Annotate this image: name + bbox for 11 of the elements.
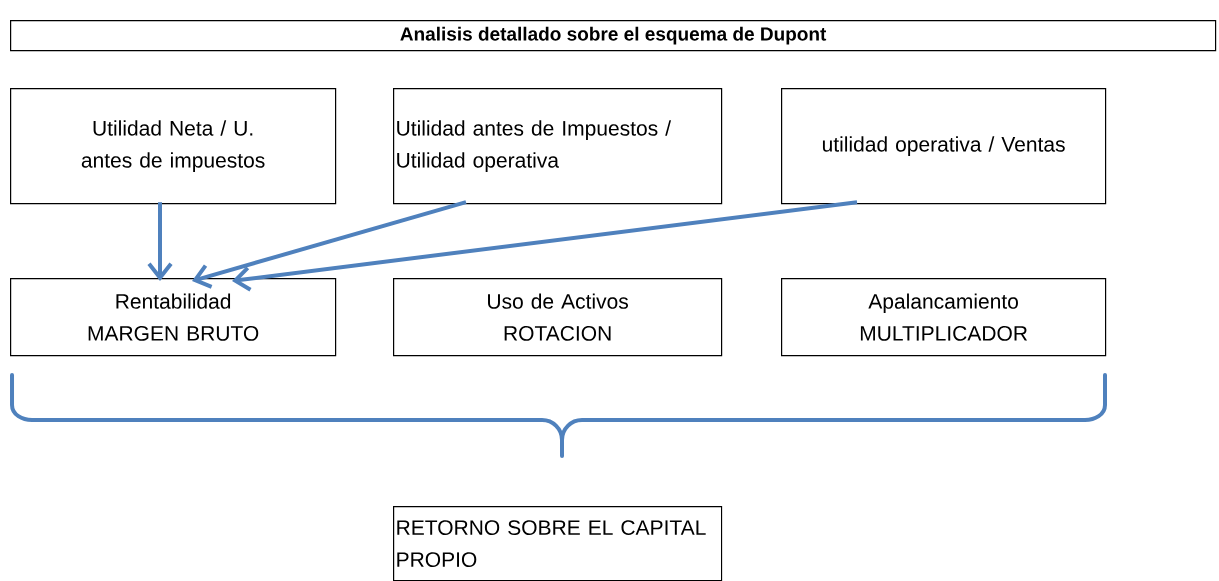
arrow	[192, 200, 467, 289]
title-box: Analisis detallado sobre el esquema de Dupont	[10, 20, 1217, 52]
text-box: Apalancamiento MULTIPLICADOR	[781, 278, 1107, 357]
arrow	[147, 202, 173, 281]
text-box: Utilidad antes de Impuestos / Utilidad operativa	[393, 88, 723, 205]
arrow	[232, 200, 858, 292]
text-box: Uso de Activos ROTACION	[393, 278, 723, 357]
text-box: utilidad operativa / Ventas	[781, 88, 1107, 205]
text-box: Rentabilidad MARGEN BRUTO	[10, 278, 337, 357]
text-box: RETORNO SOBRE EL CAPITAL PROPIO	[393, 506, 723, 581]
text-box: Utilidad Neta / U. antes de impuestos	[10, 88, 337, 205]
